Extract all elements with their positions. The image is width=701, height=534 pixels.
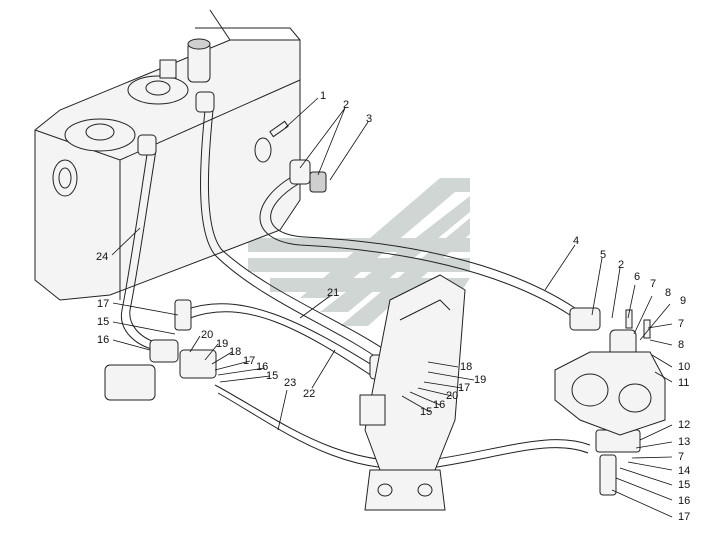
callout-16c: 16 [256, 361, 268, 373]
callout-15b: 15 [97, 316, 109, 328]
callout-15d: 15 [420, 406, 432, 418]
callout-5: 5 [600, 249, 606, 261]
callout-19b: 19 [474, 374, 486, 386]
callout-labels: 1 2 3 4 5 2 6 7 8 9 7 8 10 11 12 13 7 14… [96, 90, 690, 523]
callout-17a: 17 [678, 511, 690, 523]
callout-17d: 17 [458, 382, 470, 394]
callout-18a: 18 [229, 346, 241, 358]
callout-17b: 17 [97, 298, 109, 310]
callout-20a: 20 [201, 329, 213, 341]
callout-8a: 8 [665, 287, 671, 299]
callout-9: 9 [680, 295, 686, 307]
callout-15c: 15 [266, 370, 278, 382]
callout-6: 6 [634, 271, 640, 283]
callout-20b: 20 [446, 390, 458, 402]
callout-23: 23 [284, 377, 296, 389]
distributor-housing [359, 274, 466, 511]
callout-21: 21 [327, 287, 339, 299]
hydraulic-tank [34, 9, 301, 301]
leader-lines [111, 97, 673, 518]
callout-7c: 7 [678, 451, 684, 463]
callout-7b: 7 [678, 318, 684, 330]
callout-18b: 18 [460, 361, 472, 373]
pump-unit [554, 351, 666, 436]
callout-10: 10 [678, 361, 690, 373]
callout-19a: 19 [216, 338, 228, 350]
callout-2: 2 [343, 99, 349, 111]
watermark-logo [248, 178, 470, 340]
callout-8b: 8 [678, 339, 684, 351]
callout-2b: 2 [618, 259, 624, 271]
callout-15a: 15 [678, 479, 690, 491]
callout-4: 4 [573, 235, 579, 247]
callout-24: 24 [96, 251, 108, 263]
callout-11: 11 [678, 377, 689, 389]
callout-1: 1 [320, 90, 326, 102]
callout-16b: 16 [97, 334, 109, 346]
callout-16a: 16 [678, 495, 690, 507]
callout-12: 12 [678, 419, 690, 431]
callout-14: 14 [678, 465, 690, 477]
callout-3: 3 [366, 113, 372, 125]
callout-16d: 16 [433, 399, 445, 411]
callout-22: 22 [303, 388, 315, 400]
callout-7a: 7 [650, 278, 656, 290]
callout-17c: 17 [243, 355, 255, 367]
callout-13: 13 [678, 436, 690, 448]
